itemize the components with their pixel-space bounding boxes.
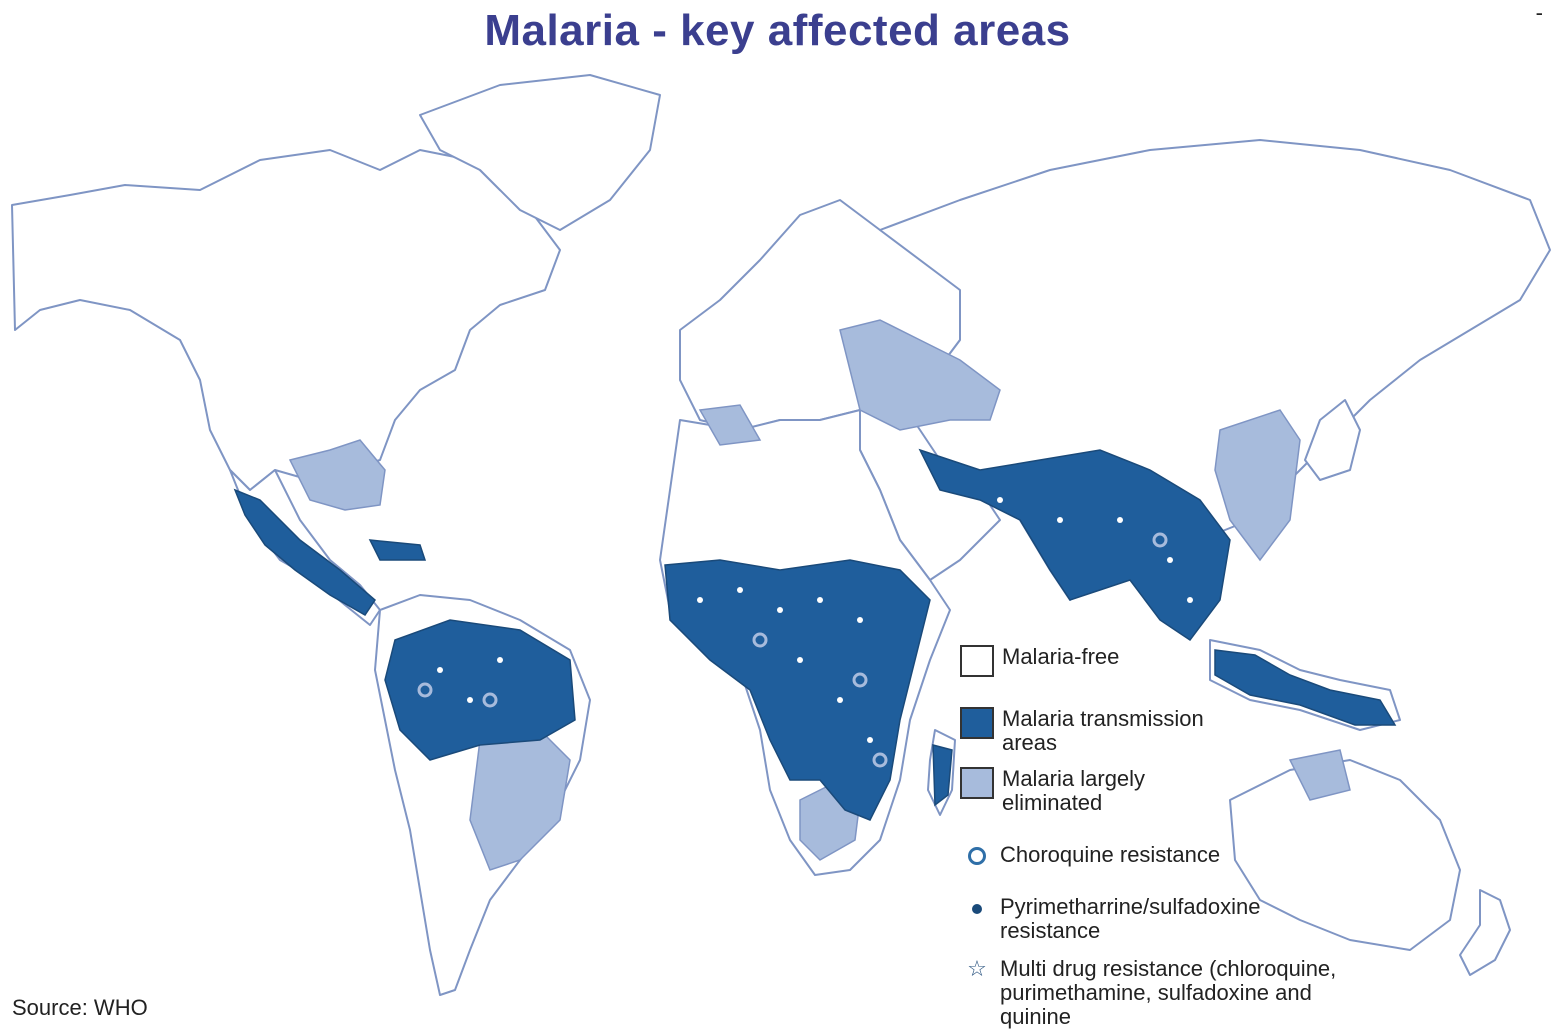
filled-dot-icon: [1117, 517, 1123, 523]
open-circle-icon: [417, 682, 433, 698]
filled-dot-icon: [857, 617, 863, 623]
filled-dot-icon: [867, 737, 873, 743]
open-circle-icon: [852, 672, 868, 688]
open-circle-icon: [482, 692, 498, 708]
transmission-amazon: [384, 619, 576, 761]
eliminated-south-america: [469, 729, 571, 871]
filled-dot-icon: [497, 657, 503, 663]
legend-label: Choroquine resistance: [1000, 842, 1221, 867]
eliminated-swatch: [960, 767, 994, 799]
transmission-swatch: [960, 707, 994, 739]
star-icon: ☆: [967, 956, 987, 981]
open-circle-icon: [752, 632, 768, 648]
legend-label: Pyrimetharrine/sulfadoxine resistance: [1000, 894, 1261, 943]
new-zealand: [1459, 889, 1511, 976]
transmission-mexico-central-america: [233, 488, 376, 616]
open-circle-icon: [960, 843, 994, 870]
filled-dot-icon: [467, 697, 473, 703]
malaria-free-swatch: [960, 645, 994, 677]
eliminated-east-asia: [1214, 409, 1301, 562]
legend-item-transmission-areas: Malaria transmission areas: [960, 707, 1204, 755]
eliminated-eurasia: [839, 319, 1001, 431]
open-circle-icon: [872, 752, 888, 768]
japan: [1304, 399, 1361, 481]
legend-item-malaria-free: Malaria-free: [960, 645, 1119, 677]
australia: [1229, 759, 1461, 951]
transmission-africa: [664, 559, 931, 821]
filled-dot-icon: [960, 895, 994, 919]
filled-dot-icon: [697, 597, 703, 603]
filled-dot-icon: [1167, 557, 1173, 563]
legend-label: Multi drug resistance (chloroquine, puri…: [1000, 956, 1337, 1029]
north-america: [11, 149, 561, 491]
filled-dot-icon: [777, 607, 783, 613]
map-title: Malaria - key affected areas: [484, 6, 1071, 55]
source-label: Source: WHO: [12, 995, 148, 1020]
filled-dot-icon: [1057, 517, 1063, 523]
filled-dot-icon: [997, 497, 1003, 503]
open-circle-icon: [1152, 532, 1168, 548]
eliminated-europe: [698, 404, 762, 446]
legend-label: Malaria-free: [1002, 644, 1120, 669]
transmission-caribbean: [368, 539, 427, 561]
legend-item-largely-eliminated: Malaria largely eliminated: [960, 767, 1145, 815]
resistance-markers: [417, 497, 1193, 768]
filled-dot-icon: [817, 597, 823, 603]
legend-item-chloroquine-resistance: Choroquine resistance: [960, 843, 1220, 870]
eliminated-australia-north: [1288, 749, 1351, 801]
legend-label: Malaria largely eliminated: [1002, 766, 1146, 815]
filled-dot-icon: [737, 587, 743, 593]
corner-mark: -: [1535, 0, 1543, 25]
transmission-southeast-asia-islands: [1214, 649, 1397, 726]
transmission-south-asia: [918, 448, 1231, 642]
legend-label: Malaria transmission areas: [1002, 706, 1204, 755]
eliminated-usa: [288, 439, 386, 511]
filled-dot-icon: [437, 667, 443, 673]
greenland: [419, 74, 661, 231]
legend-item-multi-drug-resistance: ☆ Multi drug resistance (chloroquine, pu…: [960, 957, 1336, 1029]
filled-dot-icon: [837, 697, 843, 703]
filled-dot-icon: [797, 657, 803, 663]
transmission-madagascar: [932, 744, 953, 807]
legend-item-pyrimethamine-resistance: Pyrimetharrine/sulfadoxine resistance: [960, 895, 1260, 943]
filled-dot-icon: [1187, 597, 1193, 603]
